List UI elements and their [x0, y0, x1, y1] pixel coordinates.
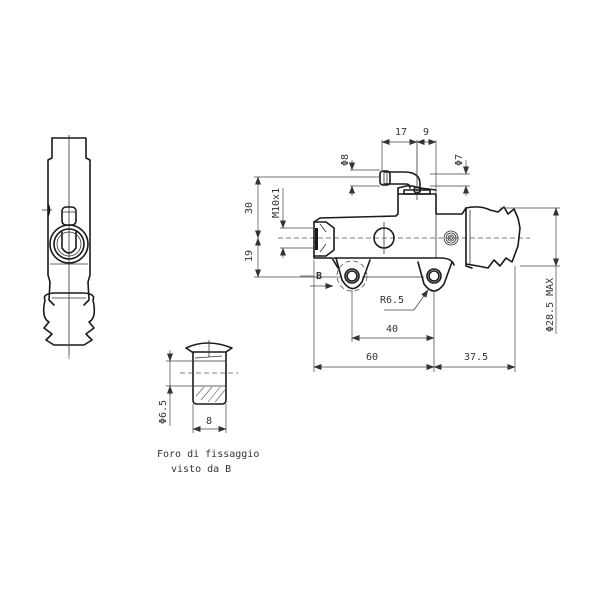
- dim-37-5: 37.5: [464, 352, 488, 363]
- detail-caption-line1: Foro di fissaggio: [157, 449, 259, 460]
- front-view: [278, 140, 530, 292]
- detail-dim-phi6-5: Φ6.5: [158, 400, 169, 424]
- dim-19: 19: [244, 250, 255, 262]
- dim-40: 40: [386, 324, 398, 335]
- main-dimensions: 17 9 Φ8 Φ7 30 19 M10x1 B R6.5: [244, 127, 560, 372]
- view-b-label: B: [316, 271, 322, 282]
- section-hatch: [195, 386, 226, 403]
- dim-m10x1: M10x1: [271, 188, 282, 218]
- detail-view-b: Φ6.5 8 Foro di fissaggio visto da B: [157, 340, 259, 475]
- dim-phi8: Φ8: [340, 154, 351, 166]
- dim-17: 17: [395, 127, 407, 138]
- dim-60: 60: [366, 352, 378, 363]
- dim-phi7: Φ7: [454, 154, 465, 166]
- dim-r6-5: R6.5: [380, 295, 404, 306]
- side-view: [42, 135, 96, 360]
- detail-dim-8: 8: [206, 416, 212, 427]
- dim-9: 9: [423, 127, 429, 138]
- dim-30: 30: [244, 202, 255, 214]
- dim-phi28-5-max: Φ28.5 MAX: [545, 278, 556, 332]
- detail-caption-line2: visto da B: [171, 464, 231, 475]
